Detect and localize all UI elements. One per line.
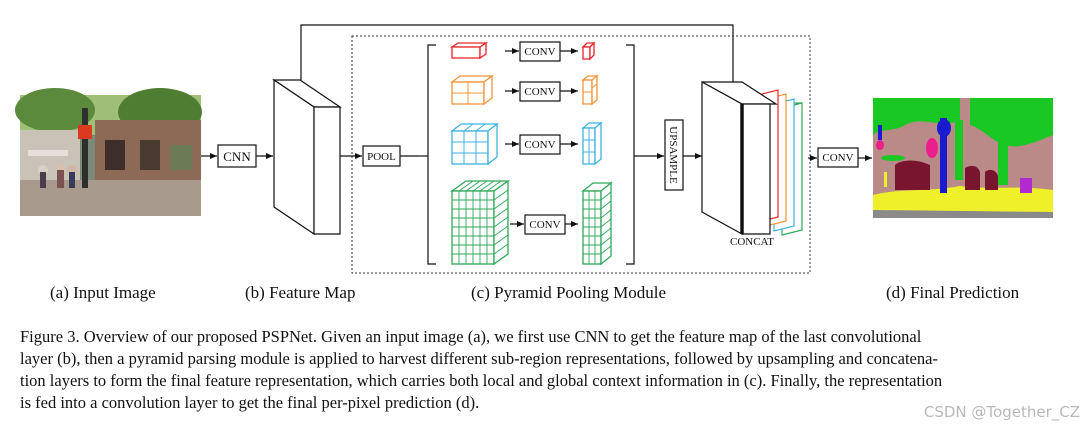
conv-output-blue [581, 121, 603, 166]
svg-text:CNN: CNN [223, 149, 251, 164]
caption-line: Figure 3. Overview of our proposed PSPNe… [20, 327, 922, 346]
svg-text:CONV: CONV [822, 152, 853, 164]
figure-caption: Figure 3. Overview of our proposed PSPNe… [20, 326, 1070, 414]
subcaption-feature-map: (b) Feature Map [245, 283, 356, 302]
feature-map [272, 78, 342, 236]
pooled-feature-red [449, 41, 489, 60]
input-image [15, 88, 202, 216]
left-bracket [427, 44, 436, 265]
pool-box: POOL [362, 145, 401, 167]
final-prediction-map [873, 98, 1053, 218]
conv-box-4: CONV [524, 214, 566, 235]
caption-line: tion layers to form the final feature re… [20, 371, 943, 390]
subcaption-input-image: (a) Input Image [50, 283, 156, 302]
pyramid-pooling-module-box [351, 35, 811, 274]
conv-output-red [581, 41, 596, 61]
svg-text:UPSAMPLE: UPSAMPLE [667, 126, 679, 184]
cnn-box: CNN [217, 144, 257, 168]
conv-box-1: CONV [519, 41, 561, 62]
svg-text:CONV: CONV [524, 139, 555, 151]
subcaption-pyramid-pooling: (c) Pyramid Pooling Module [471, 283, 667, 302]
upsample-box: UPSAMPLE [664, 119, 684, 191]
svg-text:CONV: CONV [529, 219, 560, 231]
skip-connection [300, 24, 736, 98]
pooled-feature-orange [450, 74, 494, 106]
svg-text:CONV: CONV [524, 46, 555, 58]
final-conv-box: CONV [817, 147, 859, 168]
caption-line: is fed into a convolution layer to get t… [20, 393, 480, 412]
branch-1: CONV [449, 41, 596, 62]
right-bracket [626, 44, 635, 265]
conv-box-3: CONV [519, 134, 561, 155]
pooled-feature-blue [450, 122, 499, 166]
conv-output-green [581, 181, 613, 266]
branch-4: CONV [449, 179, 613, 266]
concat-feature [701, 80, 803, 236]
concat-label: CONCAT [730, 236, 774, 248]
branch-3: CONV [450, 121, 603, 166]
svg-text:POOL: POOL [367, 151, 396, 163]
caption-line: layer (b), then a pyramid parsing module… [20, 349, 938, 368]
pooled-feature-green [449, 179, 511, 266]
svg-text:CONV: CONV [524, 86, 555, 98]
branch-2: CONV [450, 74, 599, 106]
subcaption-final-prediction: (d) Final Prediction [886, 283, 1020, 302]
watermark: CSDN @Together_CZ [923, 403, 1080, 421]
conv-output-orange [581, 74, 599, 106]
conv-box-2: CONV [519, 81, 561, 102]
